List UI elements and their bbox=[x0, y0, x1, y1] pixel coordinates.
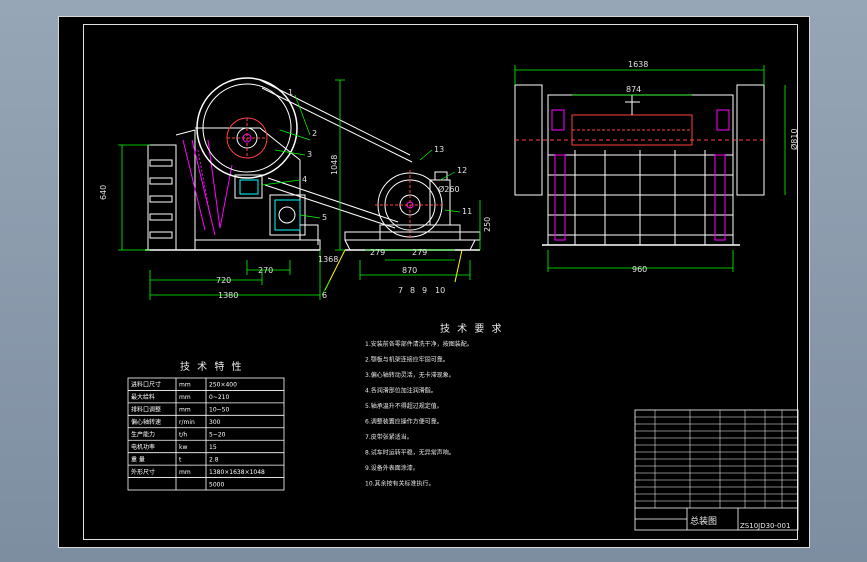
side-view-dimensions bbox=[514, 65, 786, 272]
spec-cell: 5000 bbox=[209, 481, 224, 488]
spec-cell: t/h bbox=[179, 431, 187, 438]
balloon-8: 8 bbox=[410, 286, 415, 295]
spec-cell: 5~20 bbox=[209, 431, 226, 438]
front-view-dimension-labels: 640 1048 1368 720 270 1380 279 279 870 2… bbox=[99, 155, 492, 300]
dim-1380: 1380 bbox=[218, 291, 238, 300]
spec-cell: 最大给料 bbox=[131, 393, 155, 401]
balloon-1: 1 bbox=[288, 88, 293, 97]
tech-req-line: 7.皮带张紧适当。 bbox=[365, 433, 413, 441]
balloon-11: 11 bbox=[462, 207, 472, 216]
spec-cell: kw bbox=[179, 444, 187, 451]
tech-req-line: 4.各润滑部位加注润滑脂。 bbox=[365, 387, 437, 395]
dim-279-left: 279 bbox=[370, 248, 385, 257]
tech-req-lines: 1.安装前各零部件清洗干净，按图装配。 2.颚板与机架连接应牢固可靠。 3.偏心轴转… bbox=[365, 340, 473, 488]
drawing-number: ZS10JD30-001 bbox=[740, 522, 790, 530]
balloon-10: 10 bbox=[435, 286, 445, 295]
dim-720: 720 bbox=[216, 276, 231, 285]
tech-req-line: 5.轴承温升不得超过规定值。 bbox=[365, 402, 443, 410]
balloon-13: 13 bbox=[434, 145, 444, 154]
balloon-6: 6 bbox=[322, 291, 327, 300]
balloon-5: 5 bbox=[322, 213, 327, 222]
spec-cell: 生产能力 bbox=[131, 430, 155, 438]
spec-cell: mm bbox=[179, 407, 191, 414]
title-block-text: 总装图 ZS10JD30-001 bbox=[690, 515, 790, 530]
balloon-2: 2 bbox=[312, 129, 317, 138]
spec-cell: 15 bbox=[209, 444, 217, 451]
spec-cell: 电机功率 bbox=[131, 443, 155, 451]
tech-req-line: 2.颚板与机架连接应牢固可靠。 bbox=[365, 356, 449, 364]
dim-260: Ø260 bbox=[438, 184, 460, 194]
spec-cell: 外形尺寸 bbox=[131, 468, 155, 476]
drawing-sheet-outer-border bbox=[58, 16, 810, 548]
tech-req-line: 1.安装前各零部件清洗干净，按图装配。 bbox=[365, 340, 473, 348]
tech-spec-rows: 进料口尺寸 mm 250×400 最大给料 mm 0~210 排料口调整 mm 10~50 偏心轴… bbox=[131, 381, 265, 489]
front-view bbox=[145, 77, 321, 251]
balloon-9: 9 bbox=[422, 286, 427, 295]
tech-spec-title: 技 术 特 性 bbox=[180, 360, 244, 373]
title-block bbox=[634, 409, 799, 531]
dim-250: 250 bbox=[483, 217, 492, 232]
balloon-3: 3 bbox=[307, 150, 312, 159]
balloon-12: 12 bbox=[457, 166, 467, 175]
dim-1368: 1368 bbox=[318, 255, 338, 264]
part-numbers: 1 2 3 4 5 6 7 8 9 10 11 12 13 bbox=[288, 88, 472, 300]
tech-spec: 技 术 特 性 进料口尺寸 mm 250×400 最大给料 mm 0~210 排料口调整 mm… bbox=[127, 360, 285, 491]
spec-cell: 2.8 bbox=[209, 456, 219, 463]
spec-cell: r/min bbox=[179, 419, 195, 426]
part-number-leaders bbox=[261, 94, 461, 296]
drive-belt bbox=[259, 79, 413, 229]
balloon-7: 7 bbox=[398, 286, 403, 295]
spec-cell: 300 bbox=[209, 419, 221, 426]
tech-req-line: 8.试车时运转平稳，无异常声响。 bbox=[365, 449, 455, 457]
spec-cell: 250×400 bbox=[209, 382, 237, 389]
drawing-name: 总装图 bbox=[690, 515, 717, 527]
tech-req-title: 技 术 要 求 bbox=[440, 322, 504, 335]
tech-req-line: 9.设备外表面涂漆。 bbox=[365, 464, 419, 472]
drawing-sheet-inner-border bbox=[83, 24, 798, 540]
dim-640: 640 bbox=[99, 185, 108, 200]
spec-cell: 排料口调整 bbox=[131, 406, 161, 414]
spec-cell: mm bbox=[179, 394, 191, 401]
tech-requirements: 技 术 要 求 1.安装前各零部件清洗干净，按图装配。 2.颚板与机架连接应牢固可… bbox=[365, 322, 504, 488]
spec-cell: 0~210 bbox=[209, 394, 229, 401]
dim-279-right: 279 bbox=[412, 248, 427, 257]
side-view-dimension-labels: 1638 874 Ø810 960 bbox=[626, 60, 799, 274]
spec-cell: mm bbox=[179, 382, 191, 389]
dim-1638: 1638 bbox=[628, 60, 648, 69]
tech-req-line: 10.其余按有关标准执行。 bbox=[365, 480, 435, 488]
spec-cell: 重 量 bbox=[131, 455, 145, 463]
tech-req-line: 6.调整装置应操作方便可靠。 bbox=[365, 418, 443, 426]
dim-270: 270 bbox=[258, 266, 273, 275]
spec-cell: 10~50 bbox=[209, 407, 229, 414]
balloon-4: 4 bbox=[302, 175, 307, 184]
spec-cell: 偏心轴转速 bbox=[131, 418, 161, 426]
spec-cell: t bbox=[179, 456, 182, 463]
spec-cell: 1380×1638×1048 bbox=[209, 469, 265, 476]
dim-960: 960 bbox=[632, 265, 647, 274]
dim-874: 874 bbox=[626, 85, 641, 94]
spec-cell: 进料口尺寸 bbox=[131, 381, 161, 389]
front-view-dimensions bbox=[118, 79, 481, 300]
tech-req-line: 3.偏心轴转动灵活，无卡滞现象。 bbox=[365, 371, 455, 379]
tech-spec-table bbox=[127, 377, 285, 491]
dim-810: Ø810 bbox=[789, 128, 799, 150]
dim-870: 870 bbox=[402, 266, 417, 275]
dim-1048: 1048 bbox=[330, 155, 339, 175]
side-view bbox=[514, 84, 765, 246]
spec-cell: mm bbox=[179, 469, 191, 476]
